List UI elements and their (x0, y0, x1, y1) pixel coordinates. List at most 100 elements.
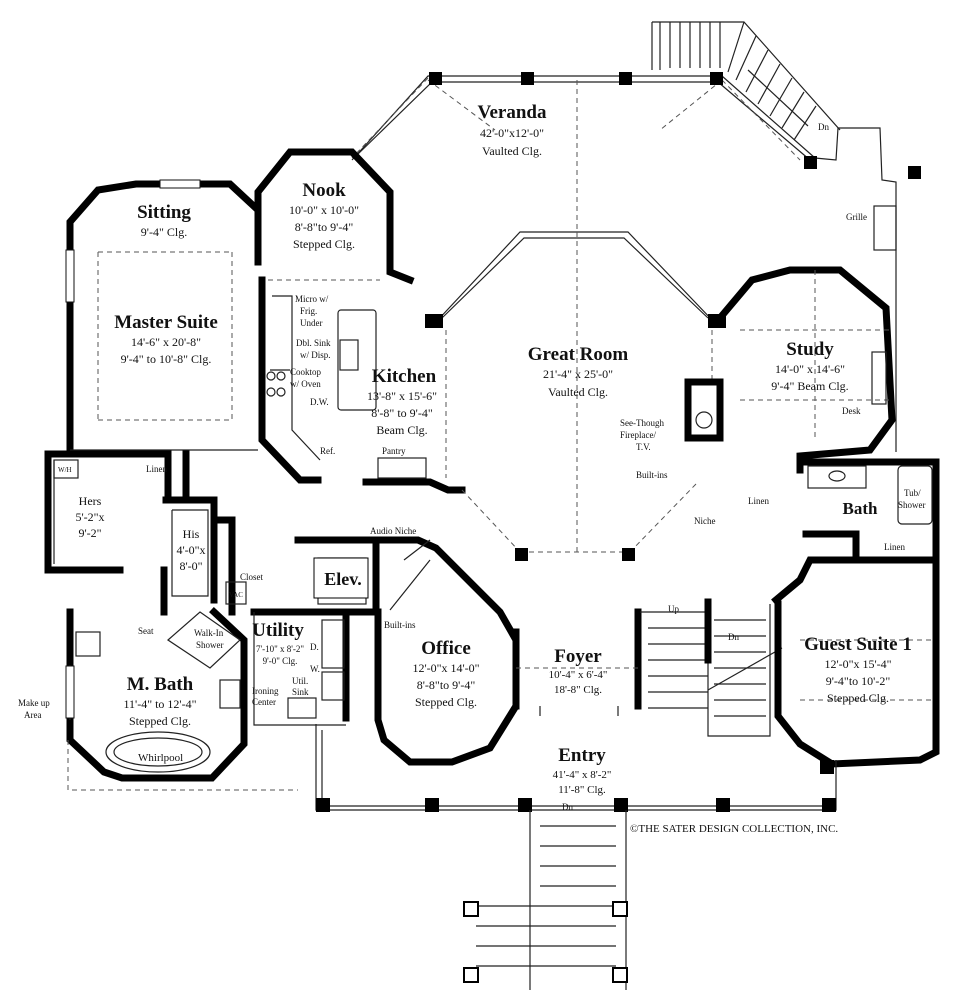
up-label: Up (668, 604, 679, 614)
room-kitchen: Kitchen 13'-8" x 15'-6" 8'-8" to 9'-4" B… (367, 366, 437, 437)
kitchen-line-3: Beam Clg. (376, 423, 427, 437)
niche-label: Niche (694, 516, 716, 526)
cooktop-label-2: w/ Oven (290, 379, 321, 389)
closet-label: Closet (240, 572, 264, 582)
office-walls (372, 536, 520, 766)
nook-line-2: 8'-8"to 9'-4" (295, 220, 354, 234)
veranda-stair (651, 21, 841, 141)
builtins-great-label: Built-ins (636, 470, 668, 480)
ironing-label-1: Ironing (252, 686, 279, 696)
fireplace-label-1: See-Though (620, 418, 664, 428)
foyer-walls (512, 608, 642, 716)
veranda-name: Veranda (478, 102, 547, 123)
office-line-3: Stepped Clg. (415, 695, 477, 709)
office-line-1: 12'-0"x 14'-0" (412, 661, 479, 675)
dw-label: D.W. (310, 397, 329, 407)
master-bath-walls (65, 607, 298, 791)
guest-suite-line-2: 9'-4"to 10'-2" (826, 674, 891, 688)
seat-label: Seat (138, 626, 154, 636)
cooktop-label-1: Cooktop (290, 367, 322, 377)
utility-line-2: 9'-0" Clg. (263, 656, 298, 666)
room-hers: Hers 5'-2"x 9'-2" (75, 494, 104, 540)
nook-walls (254, 148, 415, 285)
linen-master-label: Linen (146, 464, 167, 474)
great-room-walls (425, 231, 726, 561)
entry-stair (463, 810, 628, 990)
sitting-line-1: 9'-4" Clg. (141, 225, 187, 239)
hers-line-1: Hers (79, 494, 102, 508)
dryer-label: D. (310, 642, 319, 652)
master-suite-line-1: 14'-6" x 20'-8" (131, 335, 201, 349)
entry-line-2: 11'-8" Clg. (558, 784, 606, 796)
room-nook: Nook 10'-0" x 10'-0" 8'-8"to 9'-4" Stepp… (289, 180, 359, 251)
m-bath-name: M. Bath (127, 674, 194, 695)
tub-shower-label-2: Shower (898, 500, 926, 510)
builtins-office-label: Built-ins (384, 620, 416, 630)
fireplace-label-3: T.V. (636, 442, 651, 452)
master-suite-walls (65, 179, 262, 454)
room-his: His 4'-0"x 8'-0" (176, 527, 205, 573)
linen-bath-label: Linen (884, 542, 905, 552)
makeup-label-1: Make up (18, 698, 50, 708)
micro-label-3: Under (300, 318, 323, 328)
hers-line-3: 9'-2" (78, 526, 101, 540)
sitting-name: Sitting (137, 202, 191, 223)
nook-line-3: Stepped Clg. (293, 237, 355, 251)
foyer-name: Foyer (554, 646, 602, 667)
elev-name: Elev. (324, 569, 362, 589)
veranda-line-2: Vaulted Clg. (482, 144, 542, 158)
foyer-line-1: 10'-4" x 6'-4" (549, 669, 608, 681)
room-m-bath: M. Bath 11'-4" to 12'-4" Stepped Clg. (123, 674, 196, 728)
linen-hall-label: Linen (748, 496, 769, 506)
sink-label-1: Dbl. Sink (296, 338, 331, 348)
vac-label: VAC (229, 591, 243, 599)
kitchen-walls (258, 276, 466, 494)
entry-line-1: 41'-4" x 8'-2" (553, 769, 612, 781)
bath-name: Bath (843, 499, 879, 518)
study-line-2: 9'-4" Beam Clg. (771, 379, 848, 393)
hers-line-2: 5'-2"x (75, 510, 104, 524)
sink-label-2: w/ Disp. (300, 350, 331, 360)
pantry-label: Pantry (382, 446, 406, 456)
room-entry: Entry 41'-4" x 8'-2" 11'-8" Clg. (553, 745, 612, 796)
walkin-shower-label-1: Walk-In (194, 628, 224, 638)
veranda-outline (351, 75, 897, 452)
kitchen-line-2: 8'-8" to 9'-4" (371, 406, 433, 420)
fixture-labels: Micro w/ Frig. Under Dbl. Sink w/ Disp. … (18, 122, 926, 835)
closets-walls (44, 450, 218, 616)
micro-label-2: Frig. (300, 306, 317, 316)
grille-label: Grille (846, 212, 867, 222)
his-line-3: 8'-0" (179, 559, 202, 573)
whirlpool-label: Whirlpool (138, 752, 183, 764)
study-line-1: 14'-0" x 14'-6" (775, 362, 845, 376)
room-veranda: Veranda 42'-0"x12'-0" Vaulted Clg. (478, 102, 547, 158)
room-bath: Bath (843, 499, 879, 518)
m-bath-line-2: Stepped Clg. (129, 714, 191, 728)
great-room-line-1: 21'-4" x 25'-0" (543, 367, 613, 381)
veranda-line-1: 42'-0"x12'-0" (480, 126, 544, 140)
kitchen-line-1: 13'-8" x 15'-6" (367, 389, 437, 403)
room-great-room: Great Room 21'-4" x 25'-0" Vaulted Clg. (528, 344, 629, 399)
room-guest-suite: Guest Suite 1 12'-0"x 15'-4" 9'-4"to 10'… (804, 634, 912, 705)
washer-label: W. (310, 664, 320, 674)
guest-suite-name: Guest Suite 1 (804, 634, 912, 655)
master-suite-name: Master Suite (114, 312, 218, 333)
nook-name: Nook (302, 180, 346, 201)
desk-label: Desk (842, 406, 861, 416)
his-line-1: His (183, 527, 200, 541)
m-bath-line-1: 11'-4" to 12'-4" (123, 697, 196, 711)
wh-label: W/H (58, 466, 72, 474)
copyright-label: ©THE SATER DESIGN COLLECTION, INC. (630, 823, 838, 835)
audio-niche-label: Audio Niche (370, 526, 416, 536)
nook-line-1: 10'-0" x 10'-0" (289, 203, 359, 217)
study-walls (715, 205, 897, 474)
guest-suite-line-3: Stepped Clg. (827, 691, 889, 705)
dn-entry-label: Dn (562, 802, 573, 812)
room-study: Study 14'-0" x 14'-6" 9'-4" Beam Clg. (771, 339, 848, 393)
room-utility: Utility 7'-10" x 8'-2" 9'-0" Clg. (252, 620, 304, 666)
util-sink-label-2: Sink (292, 687, 309, 697)
dn-stair-label: Dn (728, 632, 739, 642)
tub-shower-label-1: Tub/ (904, 488, 921, 498)
room-foyer: Foyer 10'-4" x 6'-4" 18'-8" Clg. (549, 646, 608, 696)
room-elev: Elev. (313, 557, 369, 599)
